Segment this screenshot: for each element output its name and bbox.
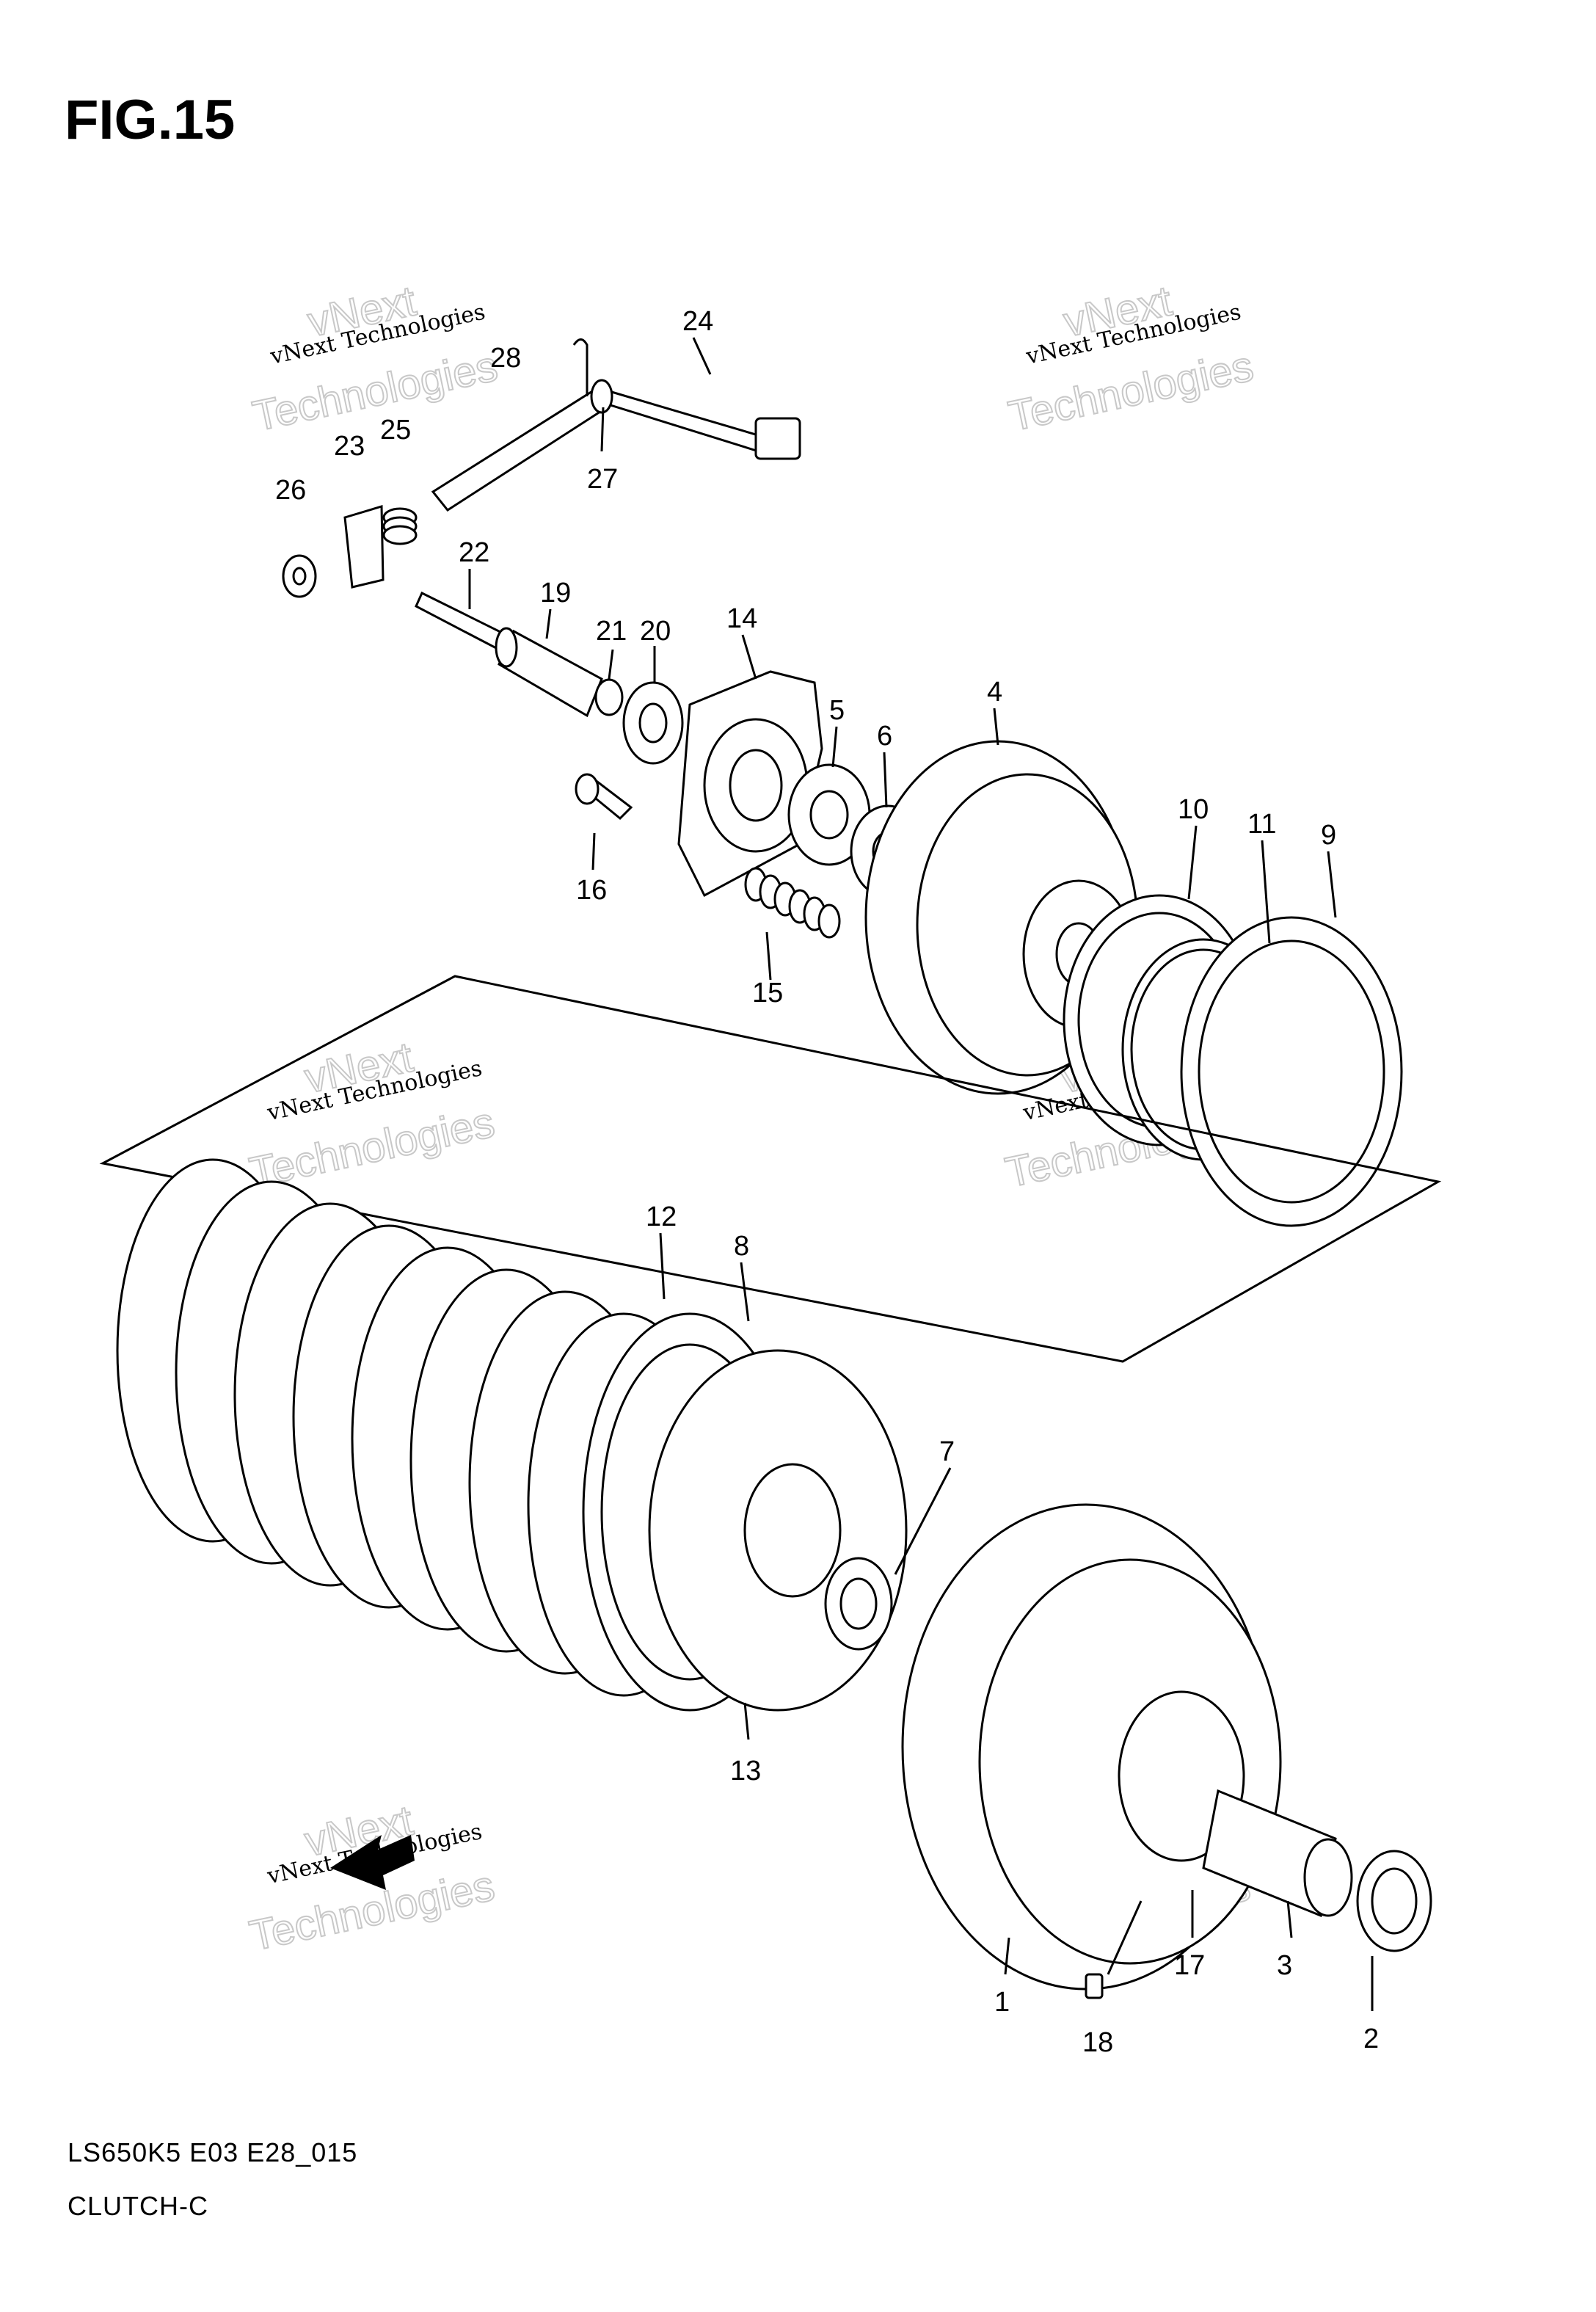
callout-2: 2 xyxy=(1363,2024,1379,2054)
callout-21: 21 xyxy=(596,616,627,647)
callout-6: 6 xyxy=(877,721,892,752)
callout-24: 24 xyxy=(682,306,713,337)
callout-17: 17 xyxy=(1174,1950,1205,1981)
plate-stack-frame xyxy=(99,975,1442,1363)
callout-10: 10 xyxy=(1178,794,1209,825)
callout-25: 25 xyxy=(380,415,411,446)
cotter-pin-28 xyxy=(572,338,589,396)
drive-plate-9 xyxy=(1180,916,1403,1227)
callout-22: 22 xyxy=(459,537,489,568)
release-shaft-24 xyxy=(431,379,801,512)
pressure-plate-14 xyxy=(677,670,823,898)
callout-7: 7 xyxy=(939,1436,955,1467)
nut-5 xyxy=(787,763,871,866)
callout-11: 11 xyxy=(1247,809,1276,840)
bearing-20 xyxy=(622,681,684,765)
pin-18 xyxy=(1085,1973,1104,1999)
callout-20: 20 xyxy=(640,616,671,647)
callout-1: 1 xyxy=(994,1987,1010,2018)
washer-26 xyxy=(282,554,317,598)
bolt-16 xyxy=(575,773,633,821)
clutch-hub-13 xyxy=(648,1349,908,1712)
callout-3: 3 xyxy=(1277,1950,1292,1981)
callout-leaders xyxy=(468,337,1374,2011)
callout-4: 4 xyxy=(987,677,1002,708)
o-ring-21 xyxy=(594,678,624,716)
washer-2 xyxy=(1356,1850,1432,1952)
thrust-washer-7 xyxy=(824,1557,893,1651)
callout-8: 8 xyxy=(734,1231,749,1262)
callout-5: 5 xyxy=(829,695,845,726)
primary-driven-gear-1 xyxy=(901,1503,1282,1991)
model-code-label: LS650K5 E03 E28_015 xyxy=(68,2137,358,2167)
bracket-23 xyxy=(343,504,385,589)
spring-25 xyxy=(382,507,418,545)
callout-27: 27 xyxy=(587,464,618,495)
fwd-arrow-icon xyxy=(330,1835,415,1890)
callout-12: 12 xyxy=(646,1202,677,1232)
callout-15: 15 xyxy=(752,978,783,1008)
callout-18: 18 xyxy=(1082,2027,1113,2058)
spring-15 xyxy=(744,867,841,939)
pin-22 xyxy=(415,591,509,652)
watermark-mid-left: vNext vNext Technologies Technologies xyxy=(245,1033,500,1198)
part-callouts: 24 28 27 23 25 26 22 19 21 20 14 5 6 4 1… xyxy=(275,306,1379,2058)
figure-title: FIG.15 xyxy=(65,89,236,151)
watermark-top-right: vNext vNext Technologies Technologies xyxy=(1004,276,1258,441)
callout-28: 28 xyxy=(490,343,521,374)
callout-16: 16 xyxy=(576,875,607,906)
callout-26: 26 xyxy=(275,475,306,506)
callout-19: 19 xyxy=(540,578,571,608)
watermark-top-left: vNext vNext Technologies Technologies xyxy=(248,276,503,441)
section-name-label: CLUTCH-C xyxy=(68,2191,208,2221)
callout-23: 23 xyxy=(334,431,365,462)
callout-9: 9 xyxy=(1321,820,1336,851)
spacer-3 xyxy=(1202,1789,1353,1918)
callout-13: 13 xyxy=(730,1756,761,1786)
callout-14: 14 xyxy=(726,603,757,634)
push-piece-19 xyxy=(495,627,603,718)
